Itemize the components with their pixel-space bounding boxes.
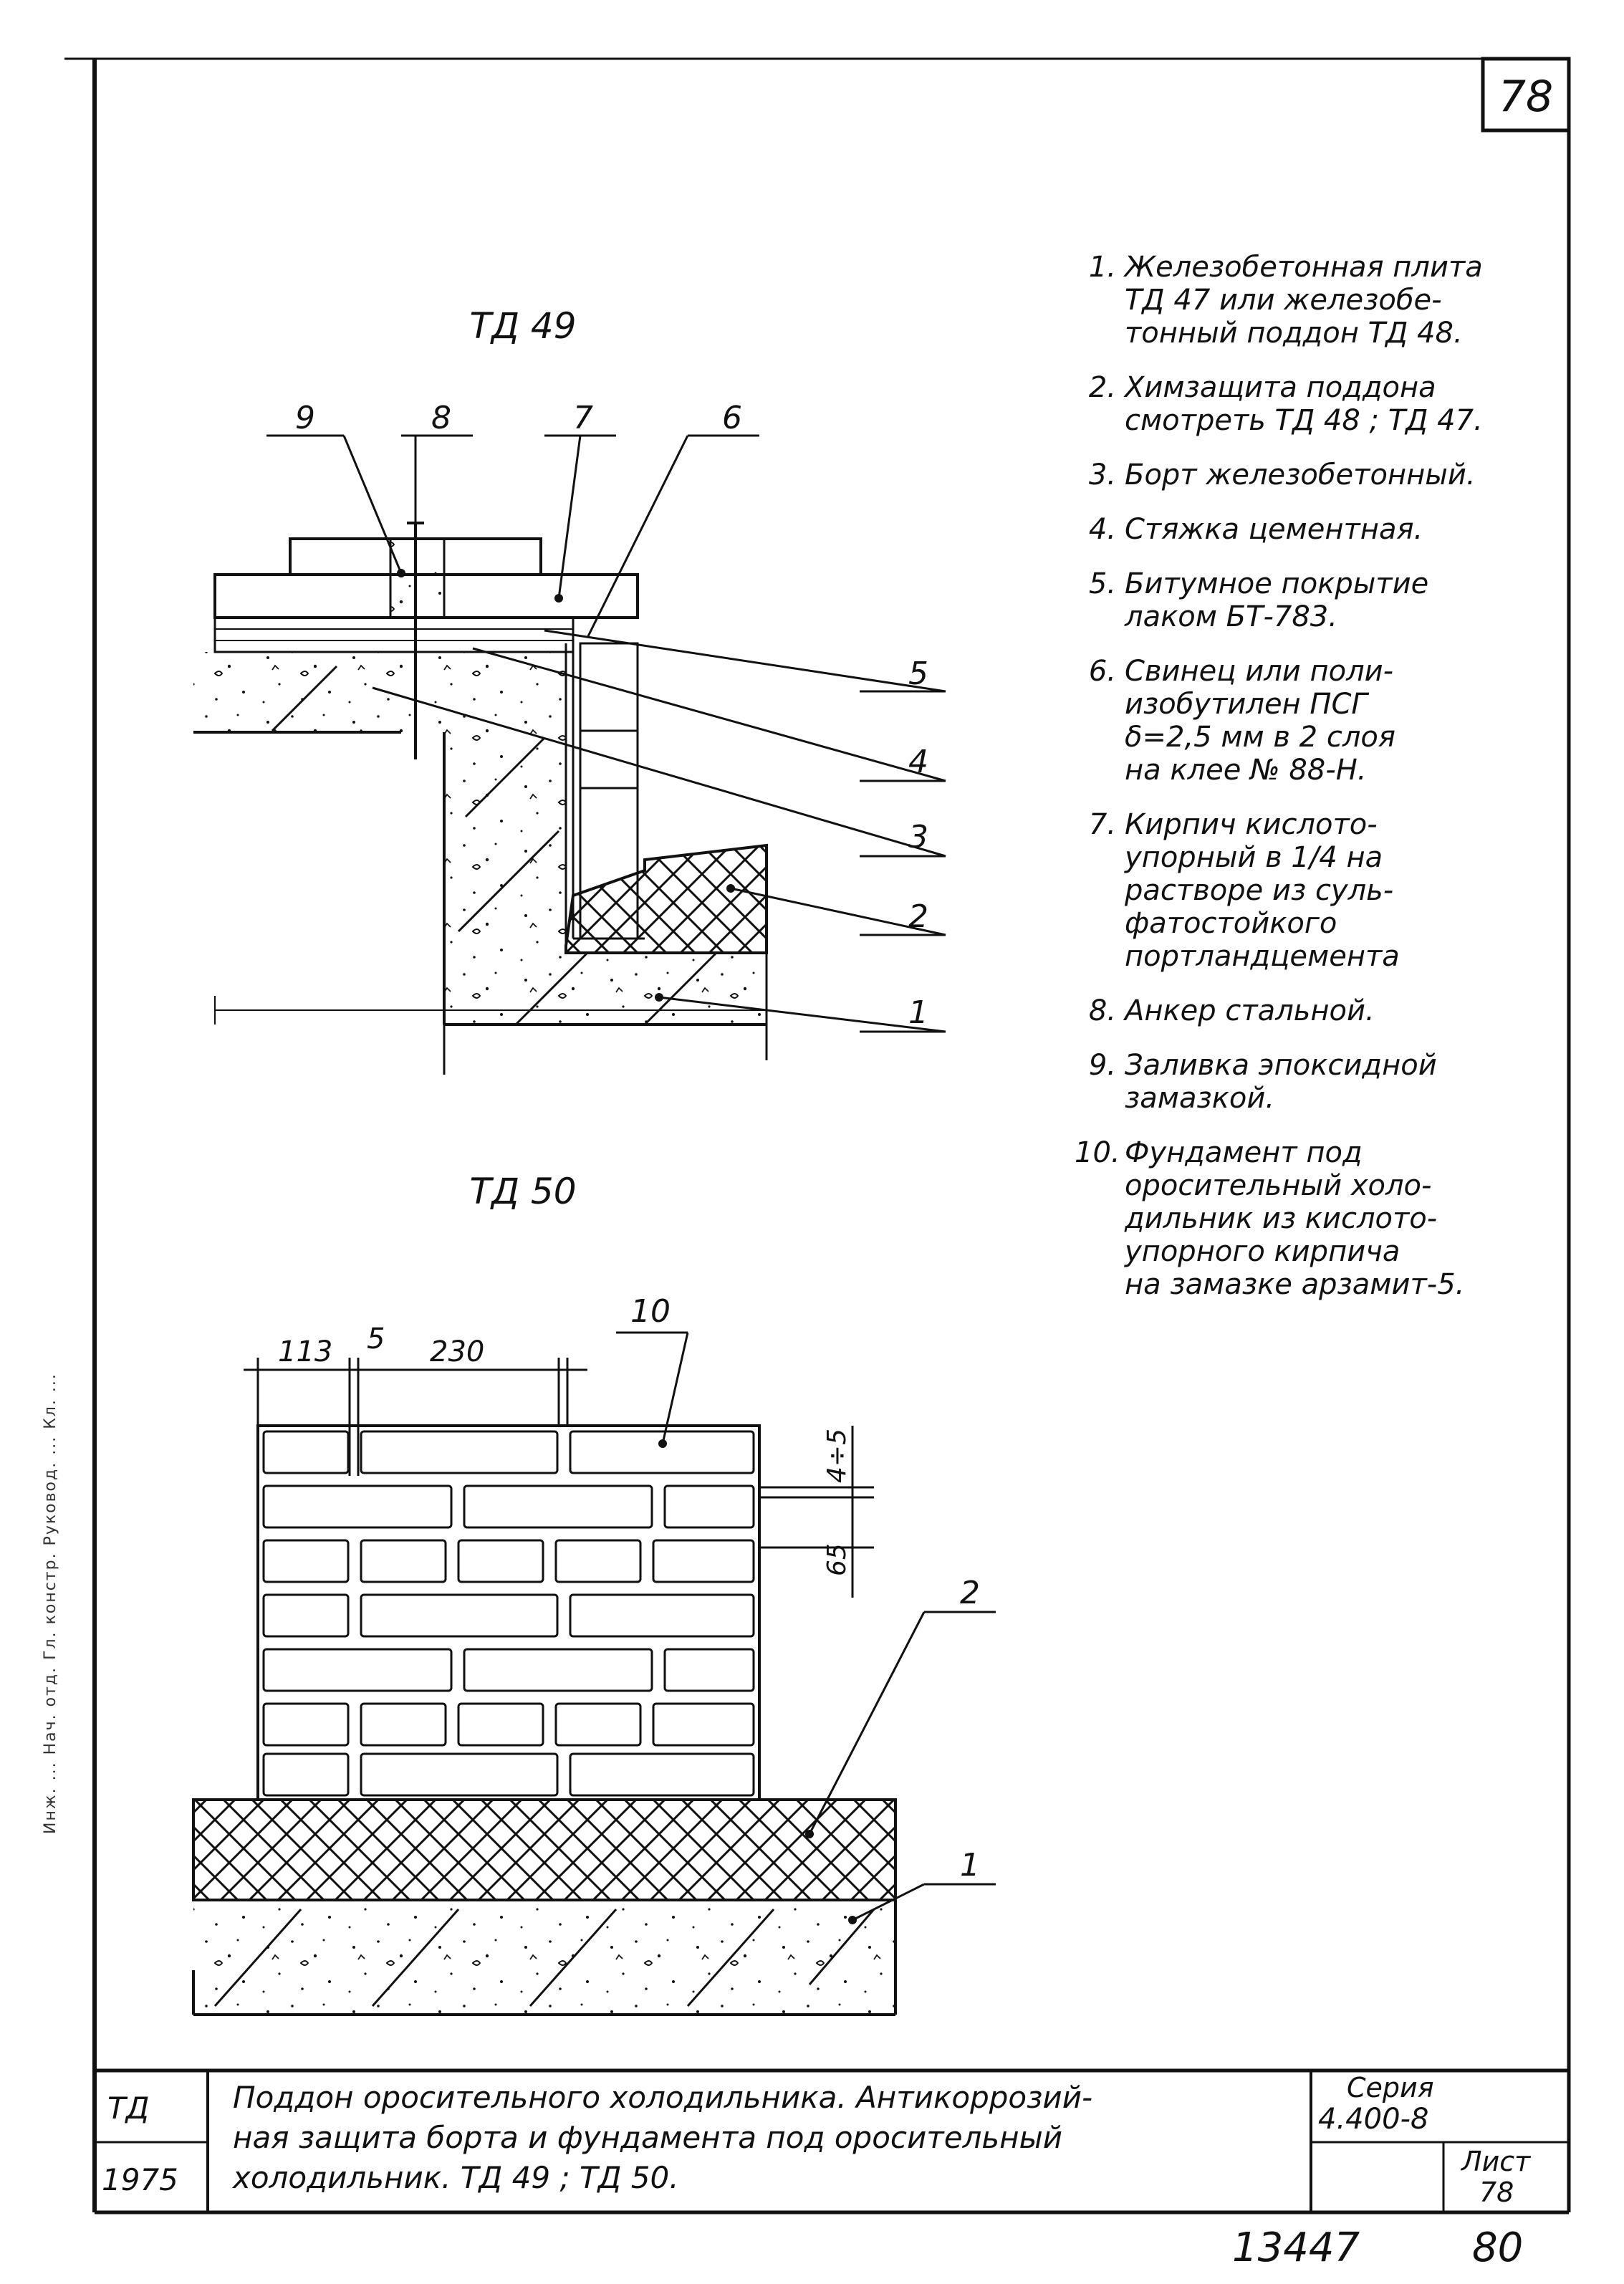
page-number: 80 [1472,2225,1524,2271]
dim-5: 5 [367,1323,385,1355]
td49-callout-6: 6 [722,400,742,436]
legend-text: Борт железобетонный. [1125,459,1476,491]
td50-callout-10: 10 [630,1293,671,1330]
series-label: Серия [1347,2072,1434,2103]
legend-text: Анкер стальной. [1125,994,1375,1027]
title-block [95,2068,1569,2212]
legend-num: 6. [1088,655,1116,688]
legend-text: Свинец или поли- изобутилен ПСГ δ=2,5 мм… [1125,655,1395,787]
title-block-code: ТД [107,2091,150,2126]
legend-num: 9. [1088,1049,1116,1082]
td50-callout-2: 2 [960,1575,980,1611]
legend-text: Заливка эпоксидной замазкой. [1125,1049,1437,1115]
legend-item: 10.Фундамент под оросительный холо- диль… [1075,1136,1576,1301]
legend-item: 3. Борт железобетонный. [1075,459,1576,491]
td49-callout-4: 4 [908,744,928,780]
sheet-frame [64,57,1571,2215]
legend-text: Битумное покрытие лаком БТ-783. [1125,567,1429,633]
legend-text: Стяжка цементная. [1125,513,1423,546]
legend-item: 6. Свинец или поли- изобутилен ПСГ δ=2,5 … [1075,655,1576,787]
td49-slab [193,652,444,732]
td49-callout-5: 5 [908,656,928,692]
td49-callout-9: 9 [295,400,315,436]
sheet-number: 78 [1499,72,1553,122]
dim-113: 113 [278,1335,332,1368]
legend-num: 7. [1088,808,1116,841]
legend-num: 8. [1088,994,1116,1027]
legend-text: Фундамент под оросительный холо- дильник… [1125,1136,1465,1301]
title-block-title: Поддон оросительного холодильника. Антик… [233,2080,1093,2195]
legend-num: 3. [1088,459,1116,491]
legend: 1. Железобетонная плита ТД 47 или железоб… [1075,251,1576,1323]
dim-4-5: 4÷5 [822,1429,852,1483]
legend-num: 10. [1075,1136,1120,1169]
sheet-value: 78 [1479,2177,1514,2208]
td50-drawing: ТД 50 113 5 230 10 [192,1171,996,2016]
td49-callout-8: 8 [431,400,451,436]
legend-item: 8. Анкер стальной. [1075,994,1576,1027]
td49-callout-2: 2 [908,898,928,935]
legend-text: Химзащита поддона смотреть ТД 48 ; ТД 47… [1125,371,1483,437]
sheet-label: Лист [1461,2146,1531,2177]
series-value: 4.400-8 [1318,2103,1429,2136]
td49-drawing: ТД 49 [193,305,946,1075]
td50-callout-1: 1 [960,1847,980,1884]
legend-item: 1. Железобетонная плита ТД 47 или железоб… [1075,251,1576,350]
td49-callout-labels: 9 8 7 6 5 4 3 2 1 [295,400,928,1031]
legend-num: 2. [1088,371,1116,404]
td50-chem-protection [192,1798,897,1901]
legend-num: 5. [1088,567,1116,600]
legend-text: Железобетонная плита ТД 47 или железобе-… [1125,251,1483,350]
dim-230: 230 [430,1335,484,1368]
td50-brick-wall [256,1424,761,1801]
legend-num: 1. [1088,251,1116,284]
td50-base-slab [193,1900,895,2015]
signature-strip: Инж. ... Нач. отд. Гл. констр. Руковод. … [42,1373,59,1834]
td49-title: ТД 49 [469,305,576,347]
sheet-number-box: 78 [1481,57,1571,133]
legend-text: Кирпич кислото- упорный в 1/4 на раствор… [1125,808,1400,973]
td49-callout-1: 1 [908,994,928,1031]
legend-num: 4. [1088,513,1116,546]
legend-item: 2. Химзащита поддона смотреть ТД 48 ; ТД … [1075,371,1576,437]
td49-side-wall [444,652,767,1025]
td49-callout-3: 3 [908,819,928,855]
legend-item: 7. Кирпич кислото- упорный в 1/4 на раств… [1075,808,1576,973]
legend-item: 4. Стяжка цементная. [1075,513,1576,546]
dim-65: 65 [822,1543,852,1576]
td49-callout-7: 7 [573,400,593,436]
td49-chem-protection [564,843,768,954]
inventory-number: 13447 [1232,2225,1360,2271]
td50-title: ТД 50 [469,1171,576,1212]
legend-item: 5. Битумное покрытие лаком БТ-783. [1075,567,1576,633]
legend-item: 9. Заливка эпоксидной замазкой. [1075,1049,1576,1115]
title-block-year: 1975 [102,2162,178,2197]
